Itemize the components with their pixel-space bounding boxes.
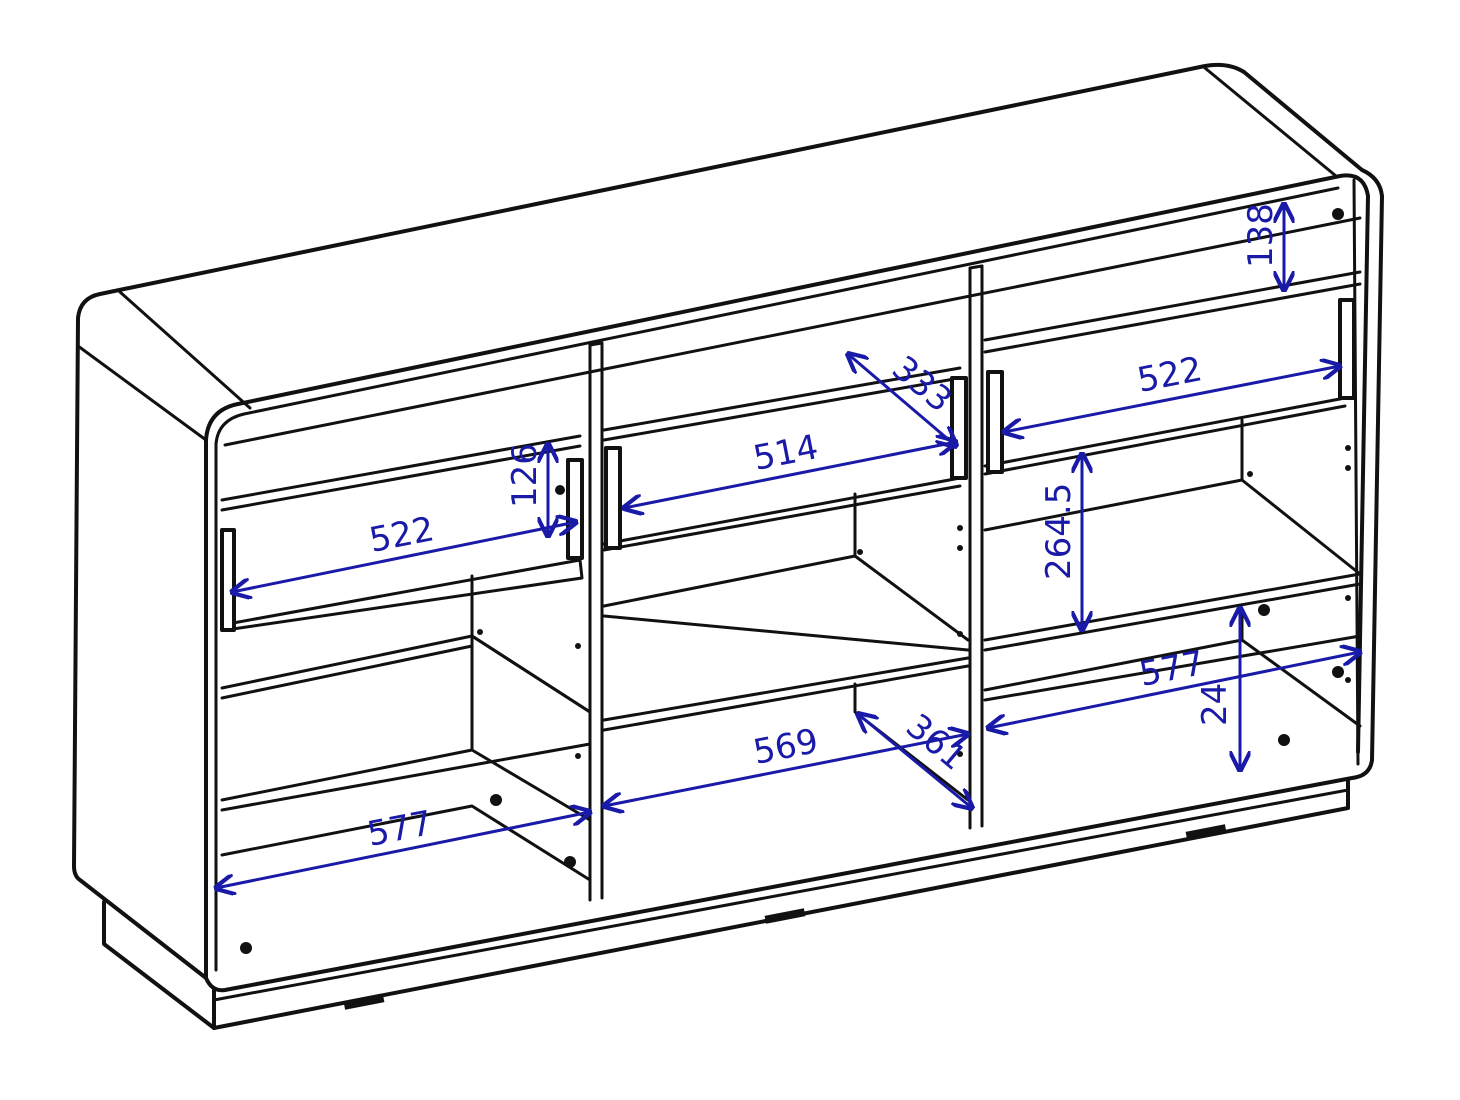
hinge-icon [1338,298,1356,400]
cabinet-top [72,62,1384,993]
dim-arrow-577-right [988,652,1360,728]
cabinet-carcass [72,62,1384,1030]
shelf-left-lower [220,634,592,714]
dimension-labels: 138 522 514 333 522 126 264.5 577 24 569… [364,203,1281,855]
dim-arrow-577-left [216,812,590,888]
dim-arrow-522-right [1004,366,1340,432]
divider-left [588,341,604,902]
dim-label-361: 361 [898,706,973,778]
shelf-middle-mid [602,554,970,652]
dim-label-138: 138 [1241,203,1281,268]
dim-arrow-361 [858,714,972,808]
dim-label-333: 333 [884,348,959,420]
dim-arrow-333 [848,354,956,446]
hinge-icon [566,458,584,560]
dim-label-264-5: 264.5 [1039,483,1079,580]
divider-right [968,264,984,830]
shelf-left-upper [220,434,582,512]
shelf-right-top [983,270,1362,354]
dim-label-126: 126 [505,443,545,508]
hinge-icon [604,446,622,550]
vertical-dividers [588,264,984,902]
dim-arrow-514 [624,442,956,508]
dim-arrow-522-left [232,522,576,592]
hinge-icon [986,370,1004,474]
dimension-lines [216,204,1360,888]
hinge-icon [220,528,236,632]
dim-label-24: 24 [1195,683,1235,726]
